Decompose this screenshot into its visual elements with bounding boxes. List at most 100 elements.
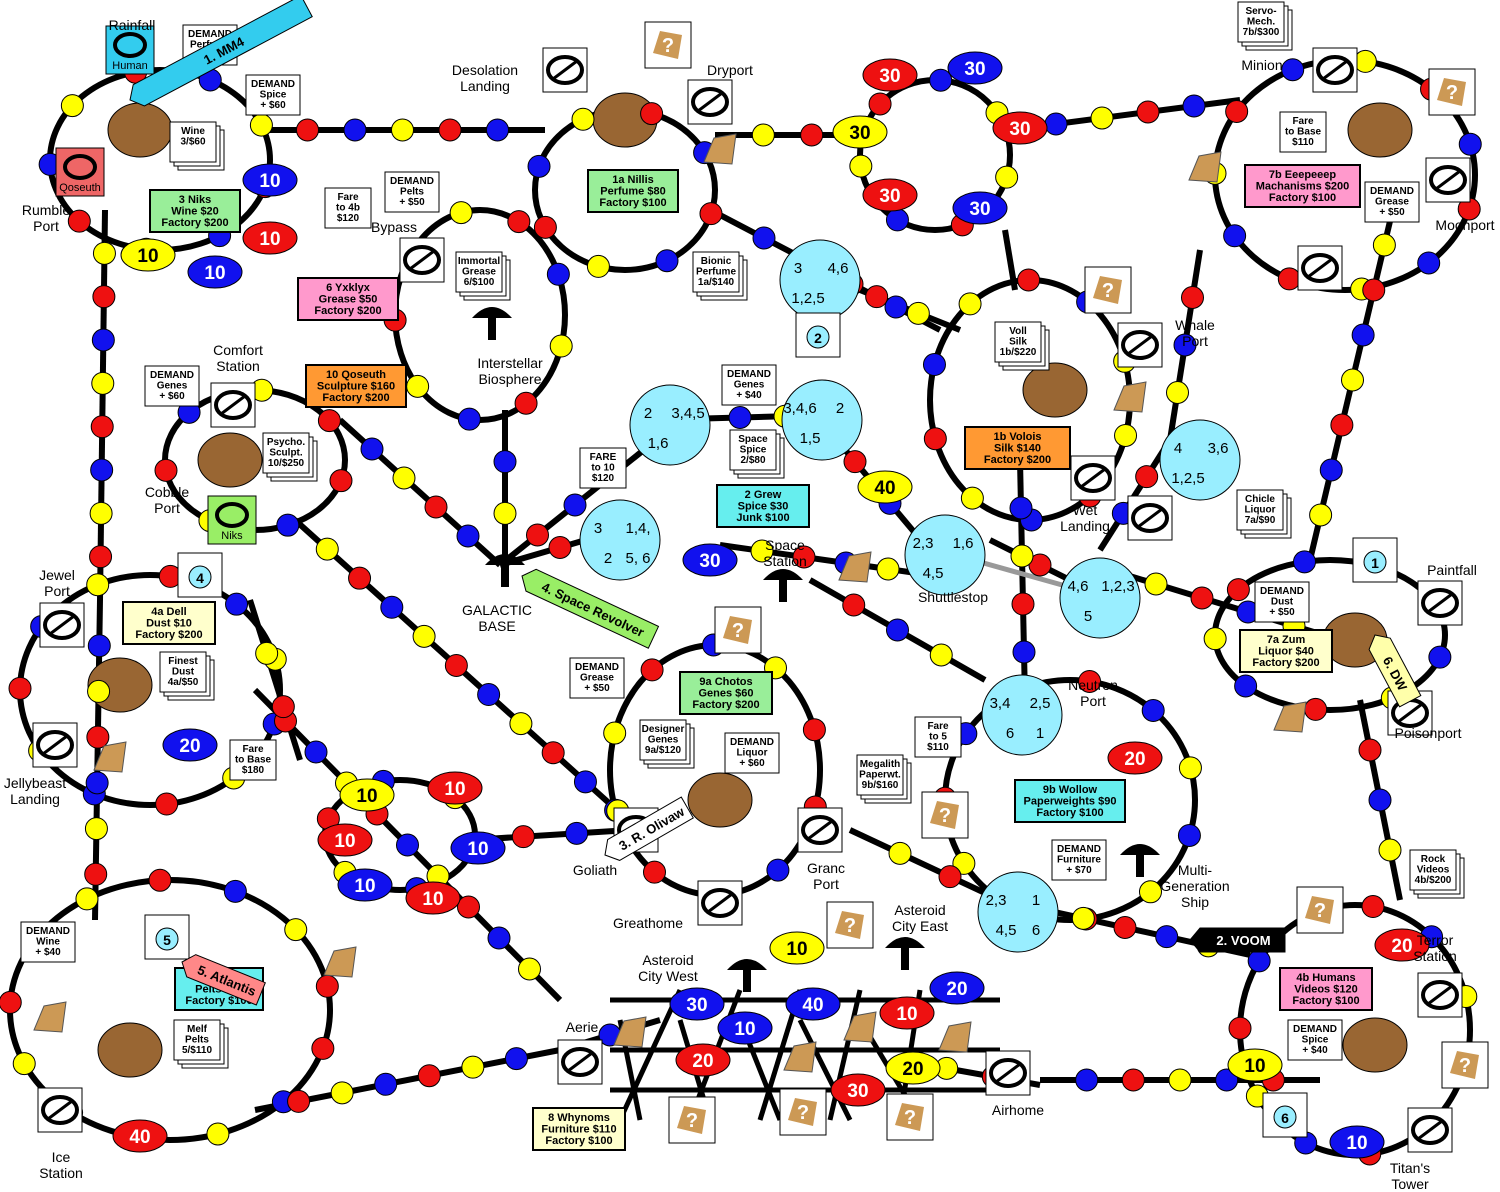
demand-card[interactable] [144,365,200,407]
cargo-card[interactable] [1237,1,1285,43]
cargo-card[interactable] [159,651,207,693]
track-space[interactable] [571,107,595,131]
hub-junction[interactable] [977,871,1059,953]
track-space[interactable] [396,833,419,857]
cargo-card[interactable] [1236,489,1284,531]
factory-card[interactable] [679,671,773,715]
track-space[interactable] [1141,698,1165,722]
toll-oval[interactable] [929,971,985,1005]
track-space[interactable] [1223,224,1247,248]
toll-oval[interactable] [427,771,483,805]
track-space[interactable] [546,262,570,286]
track-space[interactable] [249,113,273,137]
track-space[interactable] [1428,645,1452,669]
track-space[interactable] [89,545,113,569]
hub-junction[interactable] [579,499,661,581]
track-space[interactable] [929,68,953,92]
factory-card[interactable] [716,484,810,528]
track-space[interactable] [1136,100,1160,124]
demand-card[interactable] [1364,181,1420,223]
track-space[interactable] [1353,49,1377,73]
track-space[interactable] [304,740,328,764]
track-space[interactable] [884,295,908,319]
ship-banner[interactable]: 2. VOOM [1189,927,1286,953]
track-space[interactable] [1292,550,1316,574]
track-space[interactable] [75,887,99,911]
demand-card[interactable] [1051,839,1107,881]
track-space[interactable] [1182,94,1206,118]
track-space[interactable] [60,94,84,118]
track-space[interactable] [1009,496,1033,520]
track-space[interactable] [1010,544,1034,568]
track-space[interactable] [1215,1068,1239,1092]
track-space[interactable] [0,990,22,1014]
cargo-card[interactable] [692,251,740,293]
track-space[interactable] [343,118,367,142]
track-space[interactable] [1181,286,1204,309]
track-space[interactable] [287,1089,311,1113]
track-space[interactable] [86,725,110,749]
demand-card[interactable] [569,657,625,699]
demand-card[interactable] [1287,1019,1343,1061]
track-space[interactable] [206,1122,230,1146]
track-space[interactable] [1090,106,1114,130]
demand-card[interactable] [384,171,440,213]
track-space[interactable] [527,154,551,178]
cargo-card[interactable] [639,719,687,761]
warp-box[interactable] [177,552,223,598]
track-space[interactable] [922,353,946,377]
cargo-card[interactable] [262,432,310,474]
track-space[interactable] [92,241,116,265]
track-space[interactable] [603,721,627,745]
track-space[interactable] [514,391,538,415]
track-space[interactable] [929,643,953,667]
track-space[interactable] [526,523,549,547]
track-space[interactable] [1417,251,1441,275]
track-space[interactable] [541,741,565,765]
track-space[interactable] [751,123,775,147]
hub-junction[interactable] [1159,419,1241,501]
cargo-card[interactable] [173,1019,221,1061]
track-space[interactable] [12,1052,36,1076]
toll-oval[interactable] [1374,928,1430,962]
track-space[interactable] [586,254,610,278]
track-space[interactable] [360,437,384,461]
track-space[interactable] [380,595,404,619]
track-space[interactable] [938,865,962,889]
hub-junction[interactable] [779,239,861,321]
cargo-card[interactable] [994,321,1042,363]
track-space[interactable] [1368,788,1392,812]
track-space[interactable] [1075,1068,1099,1092]
toll-oval[interactable] [952,191,1008,225]
track-space[interactable] [865,285,889,309]
track-space[interactable] [330,1081,354,1105]
toll-oval[interactable] [862,58,918,92]
track-space[interactable] [1304,697,1328,721]
track-space[interactable] [223,879,247,903]
track-space[interactable] [1177,823,1201,847]
track-space[interactable] [406,374,430,398]
track-space[interactable] [1121,1068,1145,1092]
track-space[interactable] [1358,738,1382,762]
track-space[interactable] [573,770,597,794]
factory-card[interactable] [532,1107,626,1151]
factory-card[interactable] [1244,164,1361,208]
track-space[interactable] [563,493,587,517]
track-space[interactable] [477,683,501,707]
track-space[interactable] [1362,278,1386,302]
track-space[interactable] [888,841,912,865]
track-space[interactable] [417,1064,441,1088]
track-space[interactable] [1173,333,1197,357]
track-space[interactable] [424,495,448,519]
track-space[interactable] [1226,578,1250,602]
cargo-card[interactable] [856,754,904,796]
track-space[interactable] [1078,669,1102,693]
track-space[interactable] [1011,592,1035,616]
fare-card[interactable] [1279,111,1327,153]
toll-oval[interactable] [162,728,218,762]
track-space[interactable] [276,513,300,537]
track-space[interactable] [843,450,867,474]
factory-card[interactable] [149,189,241,233]
fare-card[interactable] [914,716,962,758]
track-space[interactable] [1166,381,1189,404]
